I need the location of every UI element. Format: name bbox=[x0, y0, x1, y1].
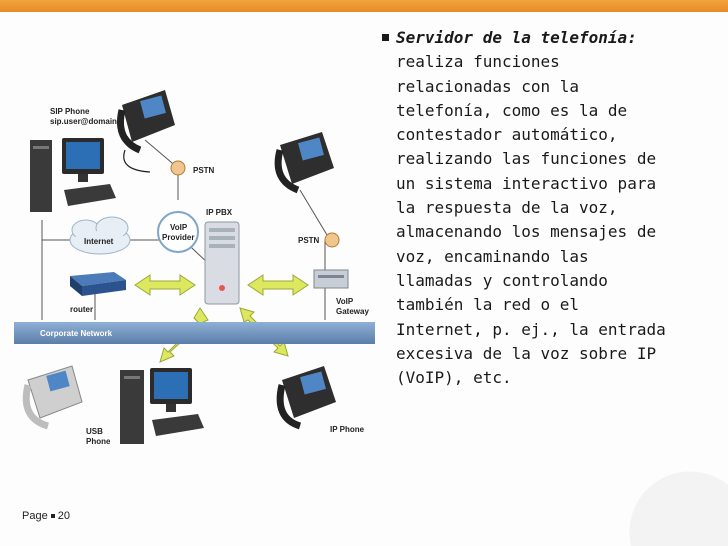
label-sip-phone: SIP Phone bbox=[50, 107, 90, 116]
description-line: excesiva de la voz sobre IP bbox=[396, 343, 657, 363]
label-ip-pbx: IP PBX bbox=[206, 208, 233, 217]
label-router: router bbox=[70, 305, 93, 314]
top-desk-phone-icon bbox=[117, 90, 175, 173]
label-corporate-network: Corporate Network bbox=[40, 329, 113, 338]
description-text: Servidor de la telefonía: realiza funcio… bbox=[382, 26, 722, 390]
page-label: Page bbox=[22, 510, 48, 522]
pstn-top-icon bbox=[170, 160, 186, 176]
description-line: realiza funciones bbox=[396, 52, 560, 72]
ip-pbx-server-icon bbox=[204, 221, 240, 305]
description-line: la respuesta de la voz, bbox=[396, 198, 618, 218]
voip-provider-icon bbox=[157, 211, 199, 253]
usb-phone-icon bbox=[22, 365, 83, 430]
label-pstn-right: PSTN bbox=[298, 236, 320, 245]
description-line: voz, encaminando las bbox=[396, 246, 589, 266]
bullet-marker bbox=[382, 34, 389, 41]
sip-phone-computer-icon bbox=[30, 138, 116, 212]
footer-dot bbox=[50, 514, 55, 519]
right-desk-phone-icon bbox=[274, 132, 334, 194]
label-voip-provider-1: VoIP bbox=[170, 223, 188, 232]
label-ip-phone: IP Phone bbox=[330, 425, 365, 434]
label-voip-gateway-2: Gateway bbox=[336, 307, 369, 316]
slide-background bbox=[0, 12, 728, 546]
network-diagram-svg: SIP Phone sip.user@domain PSTN Internet … bbox=[14, 90, 375, 446]
description-line: Internet, p. ej., la entrada bbox=[396, 319, 666, 339]
description-line: telefonía, como es la de bbox=[396, 100, 628, 120]
label-usb-phone-1: USB bbox=[86, 427, 103, 436]
description-line: llamadas y controlando bbox=[396, 270, 608, 290]
description-line: realizando las funciones de bbox=[396, 149, 657, 169]
label-voip-provider-2: Provider bbox=[162, 233, 194, 242]
top-accent-bar bbox=[0, 0, 728, 12]
pstn-right-icon bbox=[324, 232, 340, 248]
description-line: un sistema interactivo para bbox=[396, 173, 657, 193]
corporate-network-bar bbox=[14, 322, 375, 344]
bottom-computer-icon bbox=[120, 368, 204, 444]
label-voip-gateway-1: VoIP bbox=[336, 297, 354, 306]
router-icon bbox=[70, 272, 126, 296]
description-line: (VoIP), etc. bbox=[396, 368, 512, 388]
network-diagram: SIP Phone sip.user@domain PSTN Internet … bbox=[0, 80, 375, 460]
label-internet: Internet bbox=[84, 237, 114, 246]
internet-cloud-icon bbox=[69, 216, 131, 255]
label-usb-phone-2: Phone bbox=[86, 437, 111, 446]
label-sip-user: sip.user@domain bbox=[50, 117, 117, 126]
description-line: también la red o el bbox=[396, 295, 580, 315]
page-footer: Page 20 bbox=[22, 510, 70, 522]
page-number: 20 bbox=[57, 510, 70, 522]
description-line: relacionadas con la bbox=[396, 76, 580, 96]
label-pstn-top: PSTN bbox=[193, 166, 215, 175]
lead-text: Servidor de la telefonía: bbox=[396, 28, 637, 47]
ip-phone-icon bbox=[276, 366, 336, 430]
voip-gateway-icon bbox=[313, 269, 349, 289]
description-line: almacenando los mensajes de bbox=[396, 222, 657, 242]
description-lines: Servidor de la telefonía: realiza funcio… bbox=[382, 26, 722, 390]
description-line: contestador automático, bbox=[396, 125, 618, 145]
